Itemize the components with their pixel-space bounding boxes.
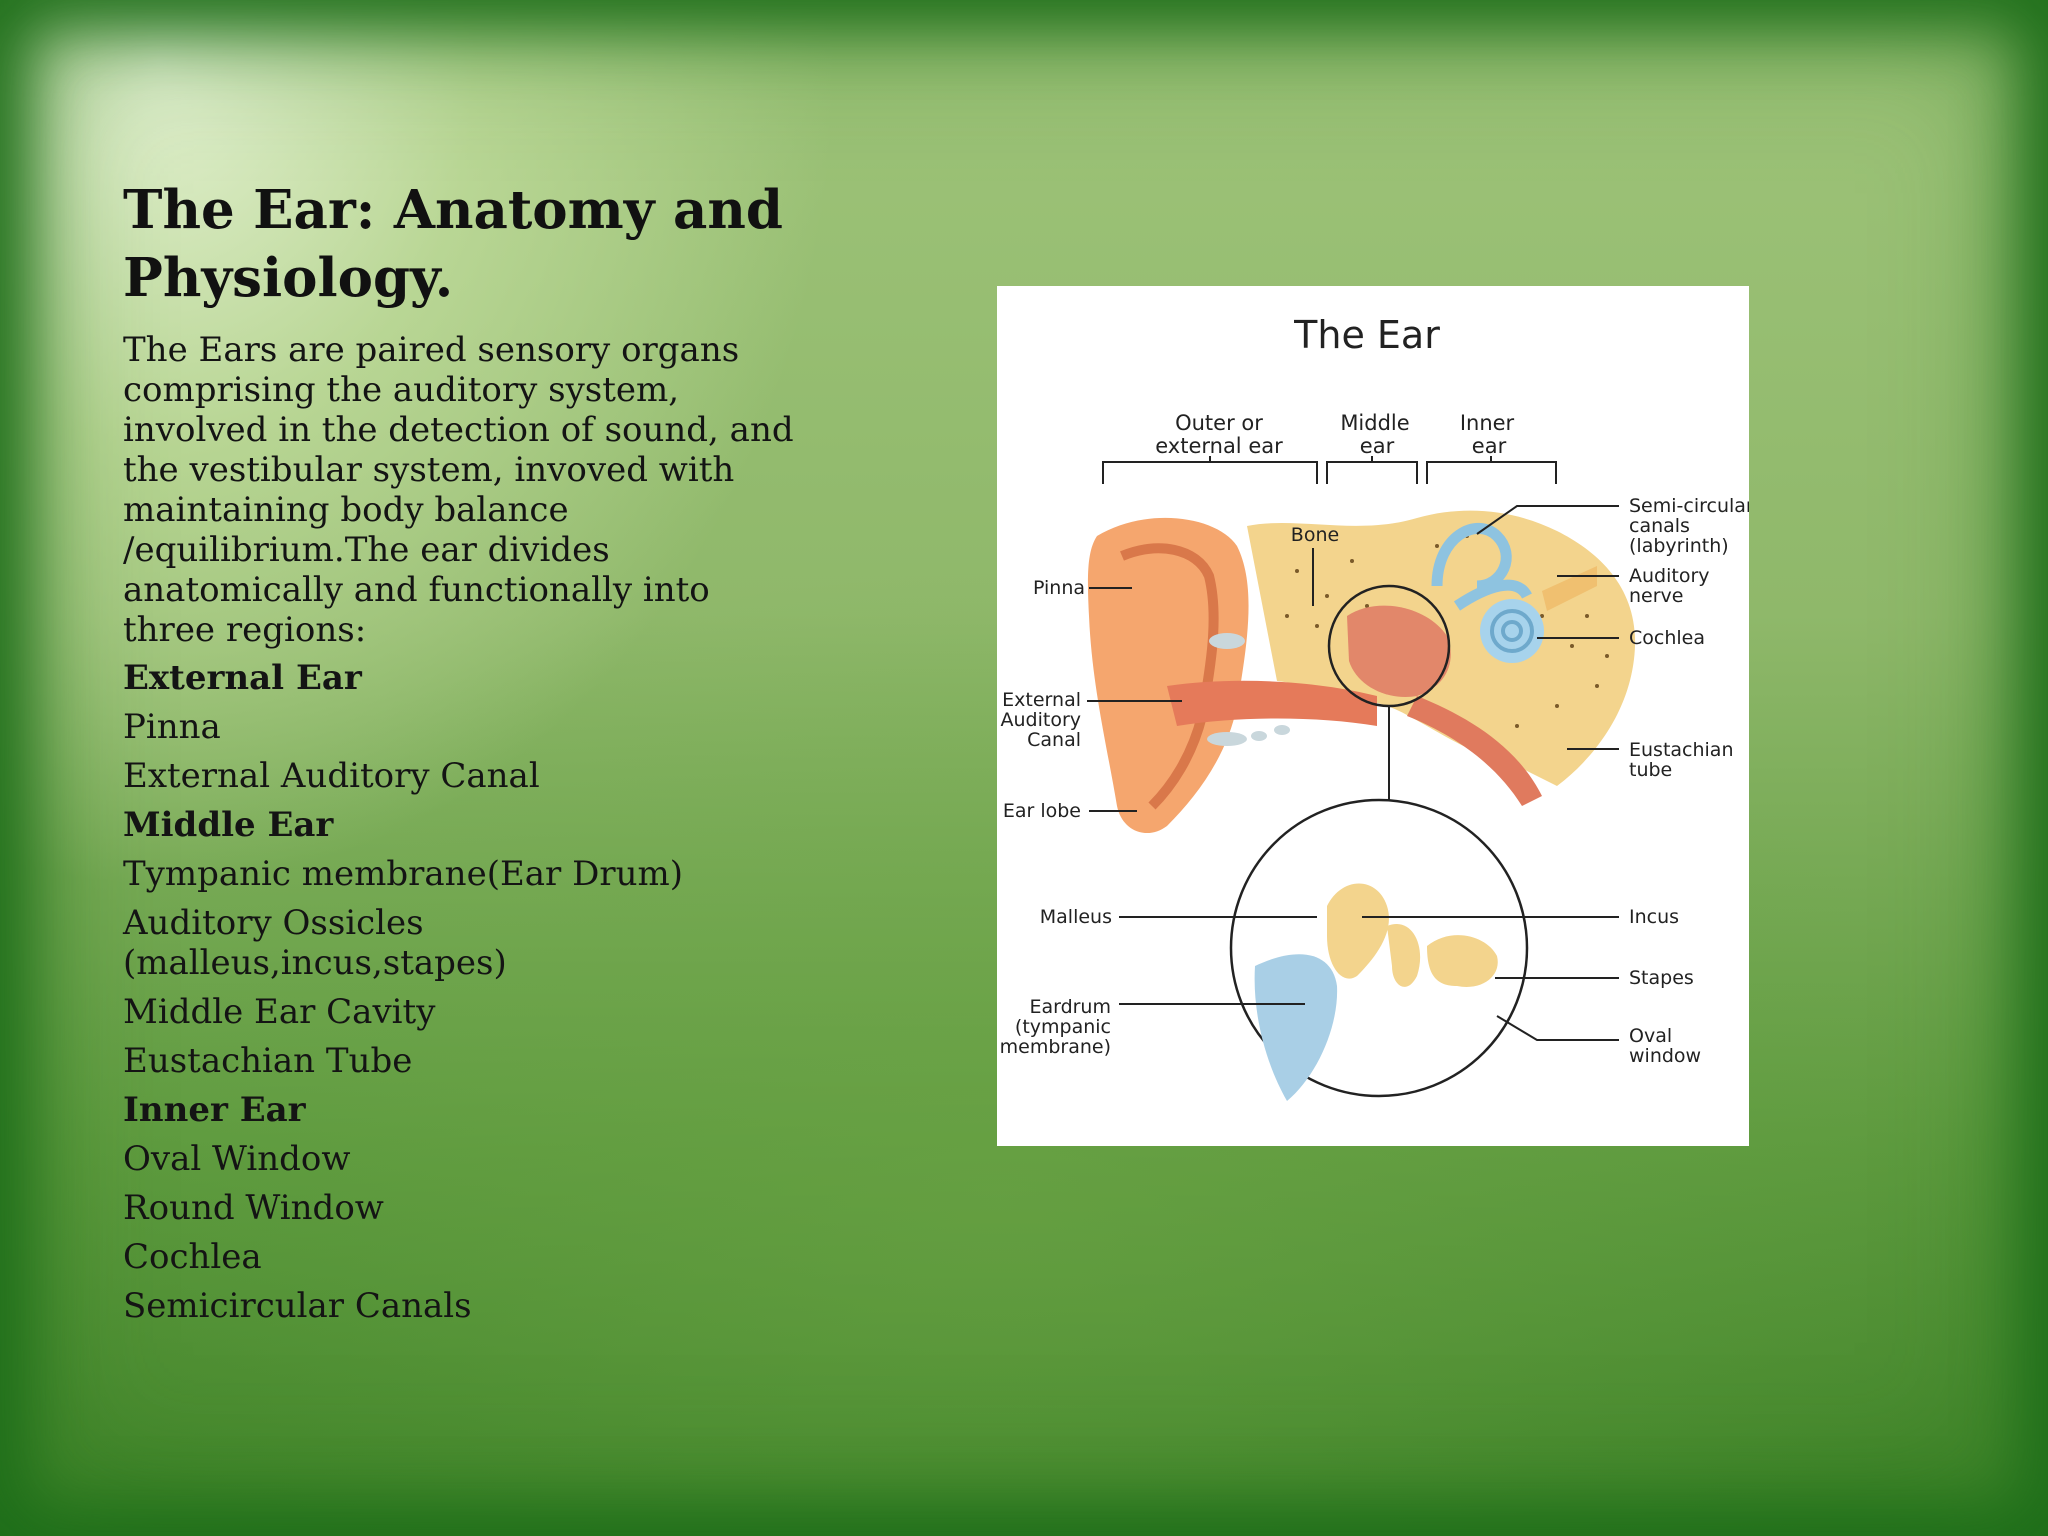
label-oval-line2: window [1629,1045,1701,1067]
intro-paragraph: The Ears are paired sensory organs compr… [123,330,794,650]
label-canal-line1: External [1002,689,1081,711]
outline-item: Middle Ear Cavity [123,992,436,1032]
slide-title: The Ear: Anatomy and Physiology. [123,179,783,309]
label-eardrum-line3: membrane) [1000,1036,1111,1058]
outline-item: Eustachian Tube [123,1041,413,1081]
figure-title: The Ear [1293,313,1440,357]
outline-item: Tympanic membrane(Ear Drum) [123,854,684,894]
outline-item: Round Window [123,1188,384,1228]
label-oval-line1: Oval [1629,1025,1672,1047]
label-malleus: Malleus [1040,906,1112,928]
region-middle-line2: ear [1360,434,1395,458]
label-cochlea: Cochlea [1629,627,1705,649]
label-pinna: Pinna [1033,577,1085,599]
outline-item: Pinna [123,707,221,747]
ear-diagram: The Ear Outer or external ear Middle ear… [1000,313,1749,1101]
region-outer-line1: Outer or [1175,411,1263,435]
label-nerve-line2: nerve [1629,585,1683,607]
label-semicircular-line3: (labyrinth) [1629,535,1729,557]
region-middle-line1: Middle [1340,411,1409,435]
label-canal-line3: Canal [1027,729,1081,751]
region-inner-line1: Inner [1460,411,1515,435]
region-inner-line2: ear [1472,434,1507,458]
label-eustachian-line2: tube [1629,759,1672,781]
outline-item: Inner Ear [123,1090,306,1130]
label-semicircular-line1: Semi-circular [1629,495,1749,517]
ear-anatomy-figure: The Ear Outer or external ear Middle ear… [997,286,1749,1146]
outline-item: Semicircular Canals [123,1286,472,1326]
label-eardrum-line2: (tympanic [1015,1016,1111,1038]
ear-illustration [1087,510,1636,1101]
label-semicircular-line2: canals [1629,515,1690,537]
label-nerve-line1: Auditory [1629,565,1710,587]
slide-body: The Ears are paired sensory organs compr… [123,330,803,1335]
outline-item: Middle Ear [123,805,334,845]
label-eardrum-line1: Eardrum [1029,996,1111,1018]
label-stapes: Stapes [1629,967,1694,989]
label-canal-line2: Auditory [1000,709,1081,731]
label-bone: Bone [1291,524,1339,546]
label-eustachian-line1: Eustachian [1629,739,1734,761]
outline-item: Cochlea [123,1237,262,1277]
outline-item: External Ear [123,658,362,698]
outline-item: External Auditory Canal [123,756,540,796]
bracket-outer [1102,456,1318,484]
bracket-inner [1426,456,1557,484]
ear-regions-outline: External Ear Pinna External Auditory Can… [123,658,803,1326]
outline-item: Oval Window [123,1139,351,1179]
label-incus: Incus [1629,906,1679,928]
bracket-middle [1326,456,1418,484]
label-ear-lobe: Ear lobe [1003,800,1081,822]
outline-item: Auditory Ossicles (malleus,incus,stapes) [123,903,507,983]
region-outer-line2: external ear [1155,434,1283,458]
